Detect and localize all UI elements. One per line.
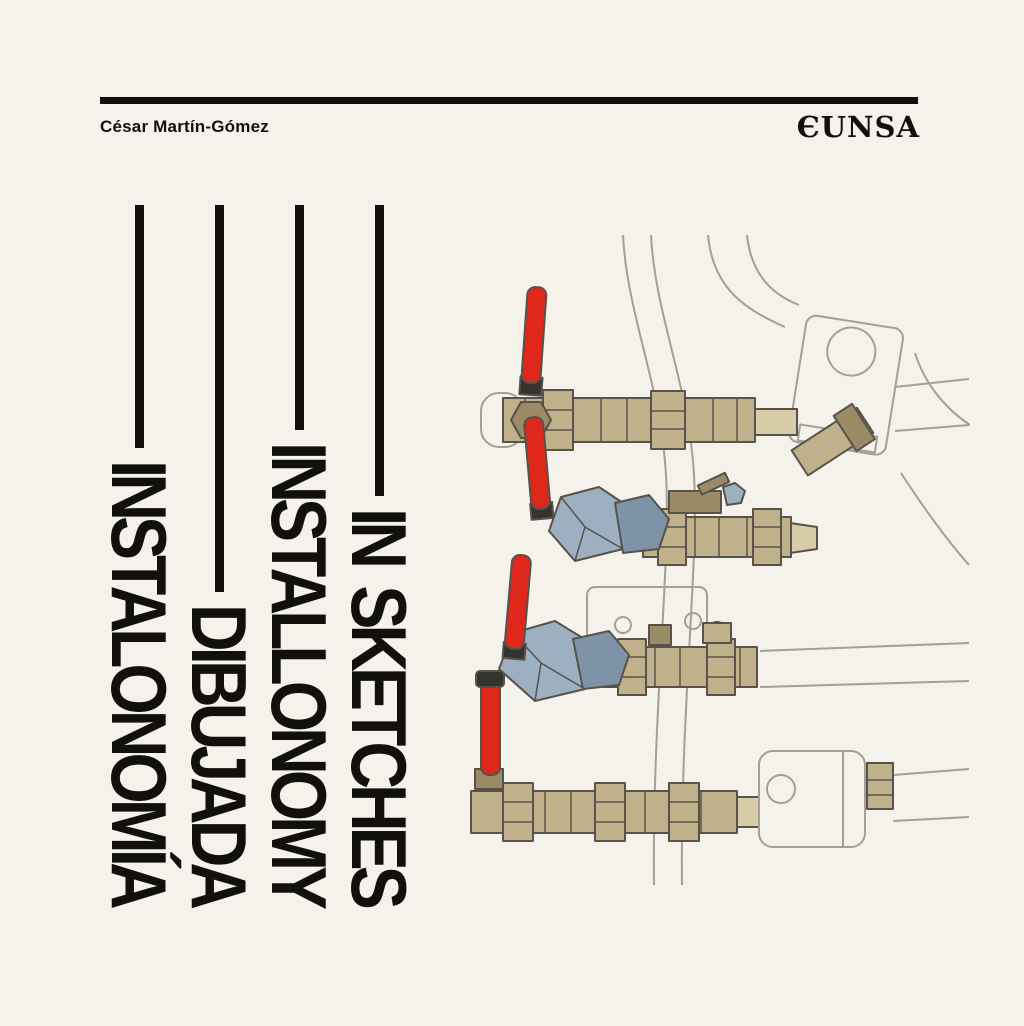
cover-illustration xyxy=(470,235,970,885)
background-pipes xyxy=(480,235,970,885)
red-handle-3 xyxy=(501,553,532,661)
title-line-1: INSTALONOMÍA xyxy=(95,460,183,905)
title-line-2: DIBUJADA xyxy=(175,603,263,905)
title-rule-3 xyxy=(294,205,304,430)
red-handle-4 xyxy=(475,670,505,776)
hex-nut xyxy=(706,638,736,696)
title-rule-2 xyxy=(214,205,224,592)
author-name: César Martín-Gómez xyxy=(100,117,269,136)
title-line-4: IN SKETCHES xyxy=(335,508,423,905)
valve-assembly-1 xyxy=(502,286,904,477)
red-handle-1 xyxy=(518,286,548,397)
title-column-1: INSTALONOMÍA xyxy=(95,205,183,905)
valve-assembly-2 xyxy=(523,416,818,566)
publisher-logo: ЄUNSA xyxy=(796,110,920,144)
title-line-3: INSTALLONOMY xyxy=(255,441,343,905)
hex-nut xyxy=(752,508,782,566)
hex-nut xyxy=(650,390,686,450)
title-column-2: DIBUJADA xyxy=(175,205,263,905)
top-rule xyxy=(100,97,918,104)
valve-assembly-3 xyxy=(498,553,758,702)
red-handle-2 xyxy=(523,416,555,521)
hex-nut xyxy=(502,782,534,842)
title-block: INSTALONOMÍA DIBUJADA INSTALLONOMY IN SK… xyxy=(95,205,423,905)
angled-valve xyxy=(790,402,876,477)
hex-nut xyxy=(668,782,700,842)
hex-nut xyxy=(594,782,626,842)
title-column-3: INSTALLONOMY xyxy=(255,205,343,905)
valve-assembly-4 xyxy=(470,670,894,848)
title-column-4: IN SKETCHES xyxy=(335,205,423,905)
title-rule-4 xyxy=(374,205,384,497)
small-top-valve xyxy=(668,471,746,514)
title-rule-1 xyxy=(134,205,144,449)
meter-cylinder xyxy=(758,750,866,848)
